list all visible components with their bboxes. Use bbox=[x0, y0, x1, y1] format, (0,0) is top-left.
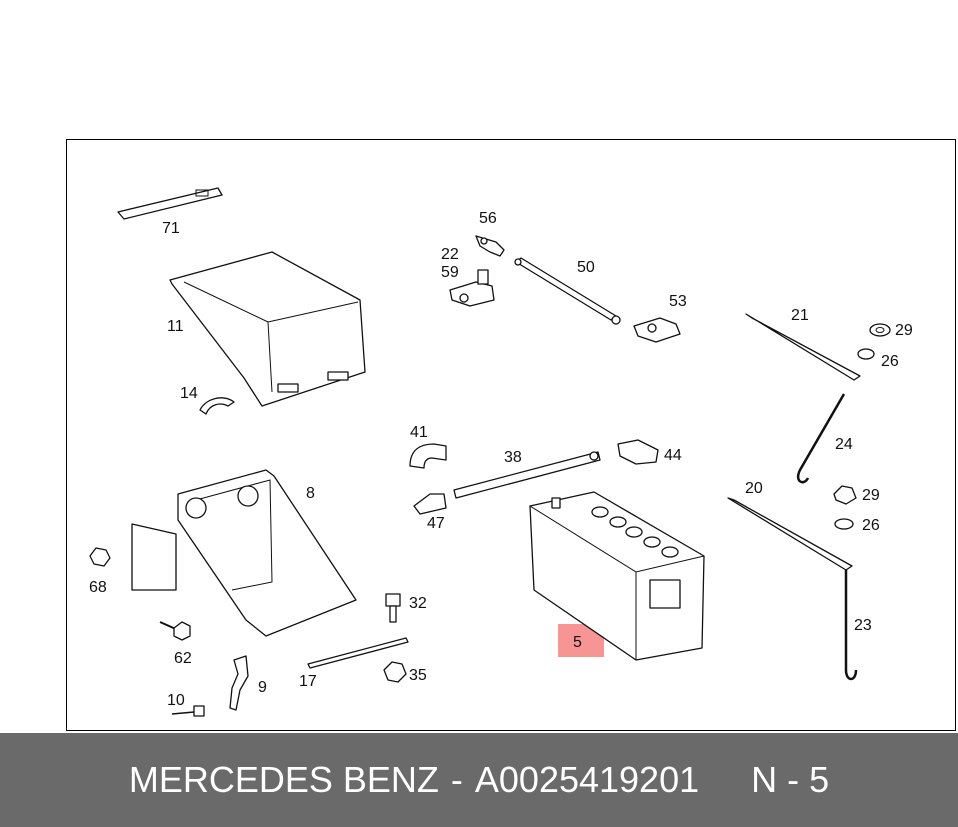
callout-68: 68 bbox=[89, 579, 107, 596]
callout-20: 20 bbox=[745, 480, 763, 497]
part-8-tray bbox=[131, 469, 357, 637]
callout-38: 38 bbox=[504, 449, 522, 466]
callout-22: 22 bbox=[441, 246, 459, 263]
part-26-washer bbox=[857, 348, 875, 360]
part-24-hook bbox=[796, 393, 846, 484]
part-47-clamp bbox=[413, 493, 447, 515]
callout-14: 14 bbox=[180, 385, 198, 402]
callout-50: 50 bbox=[577, 259, 595, 276]
part-21-strip bbox=[745, 313, 861, 381]
part-35-nut bbox=[383, 661, 407, 683]
part-32-bolt bbox=[385, 593, 401, 623]
callout-41: 41 bbox=[410, 424, 428, 441]
part-59-terminal bbox=[449, 269, 495, 307]
callout-21: 21 bbox=[791, 307, 809, 324]
part-10-screw bbox=[171, 705, 205, 717]
callout-26-top: 26 bbox=[881, 353, 899, 370]
callout-24: 24 bbox=[835, 436, 853, 453]
callout-44: 44 bbox=[664, 447, 682, 464]
part-14-clip bbox=[199, 397, 235, 415]
callout-56: 56 bbox=[479, 210, 497, 227]
part-56-clamp bbox=[475, 235, 505, 257]
part-29-nut bbox=[869, 323, 891, 337]
callout-71: 71 bbox=[162, 220, 180, 237]
callout-32: 32 bbox=[409, 595, 427, 612]
part-26b-washer bbox=[834, 518, 854, 530]
part-71-strap bbox=[117, 187, 223, 220]
part-62-bolt bbox=[159, 621, 191, 641]
callout-11: 11 bbox=[167, 318, 184, 335]
callout-8: 8 bbox=[306, 485, 315, 502]
part-41-elbow bbox=[409, 443, 447, 469]
part-50-rod bbox=[514, 257, 621, 325]
part-5-battery bbox=[529, 491, 705, 661]
callout-5: 5 bbox=[573, 634, 582, 651]
part-23-hook bbox=[844, 570, 858, 681]
callout-29-bottom: 29 bbox=[862, 487, 880, 504]
part-17-strip bbox=[307, 637, 409, 669]
footer-bar: MERCEDES BENZ - A0025419201 N - 5 bbox=[0, 733, 958, 827]
part-number: A0025419201 bbox=[474, 759, 700, 800]
part-68-nut bbox=[89, 547, 111, 567]
part-38-rod bbox=[453, 451, 601, 499]
diagram-position: N - 5 bbox=[751, 759, 830, 800]
callout-23: 23 bbox=[854, 617, 872, 634]
separator: - bbox=[450, 759, 463, 800]
part-20-strip bbox=[727, 497, 853, 571]
part-53-terminal bbox=[633, 317, 681, 343]
callout-9: 9 bbox=[258, 679, 267, 696]
diagram-frame bbox=[66, 139, 956, 731]
callout-59: 59 bbox=[441, 264, 459, 281]
part-29b-nut bbox=[833, 485, 857, 505]
part-11-cover bbox=[169, 251, 366, 407]
callout-29-top: 29 bbox=[895, 322, 913, 339]
callout-17: 17 bbox=[299, 673, 317, 690]
callout-10: 10 bbox=[167, 692, 185, 709]
part-44-terminal bbox=[617, 439, 659, 465]
part-9-bracket bbox=[229, 655, 249, 711]
brand-name: MERCEDES BENZ bbox=[128, 759, 439, 800]
callout-53: 53 bbox=[669, 293, 687, 310]
callout-35: 35 bbox=[409, 667, 427, 684]
callout-47: 47 bbox=[427, 515, 445, 532]
callout-62: 62 bbox=[174, 650, 192, 667]
callout-26-bottom: 26 bbox=[862, 517, 880, 534]
